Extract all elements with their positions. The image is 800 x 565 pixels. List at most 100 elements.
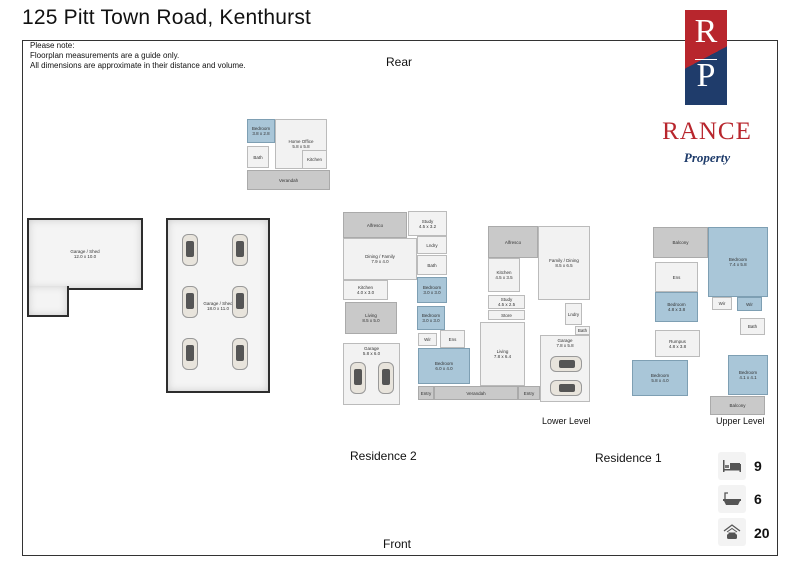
room-name: Bath [253, 154, 263, 160]
car-icon [232, 234, 248, 266]
note-line: Floorplan measurements are a guide only. [30, 51, 180, 60]
bedroom-count: 9 [754, 458, 762, 474]
lower-level-label: Lower Level [542, 416, 591, 426]
room-r2-bath: Bath [417, 255, 447, 275]
room-name: Garage [557, 338, 573, 343]
disclaimer-note: Please note: Floorplan measurements are … [30, 41, 246, 71]
room-ho-bath: Bath [247, 146, 269, 168]
room-name: Wir [718, 301, 726, 306]
room-name: Entry [523, 390, 535, 396]
room-name: Bedroom [738, 370, 758, 375]
room-dims: 8.5 x 6.5 [555, 263, 573, 268]
room-name: Kitchen [496, 270, 512, 275]
room-r1-alfresco: Alfresco [488, 226, 538, 258]
car-icon [550, 356, 582, 372]
room-dims: 4.0 x 3.0 [356, 290, 375, 295]
front-label: Front [383, 537, 412, 551]
room-name: Bedroom [667, 302, 686, 307]
note-line: All dimensions are approximate in their … [30, 61, 246, 70]
room-name: Alfresco [366, 222, 384, 228]
room-name: Balcony [729, 403, 746, 408]
room-name: Bedroom [251, 126, 271, 131]
room-dims: 5.8 x 6.0 [362, 351, 381, 356]
logo-letter-p: P [696, 57, 716, 94]
room-ho-kitchen: Kitchen [302, 150, 327, 169]
room-r2-verandah: Verandah [434, 386, 518, 400]
car-icon [232, 338, 248, 370]
room-u-bath: Bath [740, 318, 765, 335]
page-title: 125 Pitt Town Road, Kenthurst [22, 6, 312, 29]
car-icon [182, 286, 198, 318]
logo-name: RANCE [662, 118, 752, 145]
room-name: Verandah [278, 177, 299, 183]
room-u-wir1: Wir [712, 297, 732, 310]
room-dims: 12.0 x 10.0 [73, 254, 97, 259]
room-r1-store: Store [488, 310, 525, 320]
car-icon [232, 286, 248, 318]
room-name: Rumpus [669, 338, 686, 344]
room-name: Entry [420, 390, 432, 396]
logo-sub: Property [683, 150, 731, 165]
car-icon [182, 234, 198, 266]
room-dims: 4.5 x 3.2 [418, 223, 437, 229]
room-name: Family / Dining [549, 258, 579, 263]
room-dims: 4.5 x 3.5 [495, 275, 513, 280]
bathroom-count: 6 [754, 491, 762, 507]
room-dims: 18.0 x 11.0 [207, 305, 229, 311]
room-name: Bath [427, 262, 437, 268]
room-name: Kitchen [306, 157, 322, 162]
car-icon [182, 338, 198, 370]
room-name: Living [496, 349, 509, 354]
room-name: Lndry [426, 242, 438, 248]
room-dims: 7.8 x 5.8 [556, 343, 574, 348]
room-dims: 5.8 x 4.0 [651, 378, 669, 383]
room-dims: 7.8 x 6.4 [493, 354, 512, 359]
room-ho-verandah: Verandah [247, 170, 330, 190]
floorplan-frame [22, 40, 778, 556]
room-name: Wir [424, 337, 431, 342]
room-name: Bedroom [421, 313, 441, 318]
room-dims: 4.8 x 3.8 [668, 343, 687, 349]
room-r2-ens: Ens [440, 330, 465, 348]
room-dims: 7.4 x 5.8 [729, 262, 747, 267]
room-r1-bath: Bath [575, 326, 590, 335]
note-line: Please note: [30, 41, 75, 50]
car-icon [378, 362, 394, 394]
room-dims: 6.0 x 4.0 [435, 366, 453, 371]
parking-count: 20 [754, 525, 770, 541]
room-u-wir2: Wir [737, 297, 762, 311]
room-name: Bedroom [728, 257, 748, 262]
bath-icon [718, 485, 746, 513]
room-name: Bedroom [434, 361, 454, 366]
room-name: Garage / Shed [70, 249, 100, 254]
residence-1-label: Residence 1 [595, 451, 662, 465]
car-icon [350, 362, 366, 394]
room-name: Home Office [288, 139, 314, 144]
room-name: Living [365, 313, 377, 318]
car-icon [550, 380, 582, 396]
room-r2-alfresco: Alfresco [343, 212, 407, 238]
room-dims: 3.8 x 2.8 [252, 131, 270, 136]
room-dims: 8.5 x 5.0 [362, 318, 380, 323]
room-name: Study [500, 297, 513, 302]
room-name: Bedroom [422, 285, 442, 290]
room-name: Garage [363, 346, 379, 351]
room-dims: 3.0 x 3.0 [422, 318, 440, 323]
residence-2-label: Residence 2 [350, 449, 417, 463]
upper-level-label: Upper Level [716, 416, 765, 426]
room-name: Garage / Shed [203, 300, 233, 306]
logo-letter-r: R [694, 13, 718, 50]
room-u-balcony2: Balcony [710, 396, 765, 415]
room-name: Bath [577, 328, 588, 333]
